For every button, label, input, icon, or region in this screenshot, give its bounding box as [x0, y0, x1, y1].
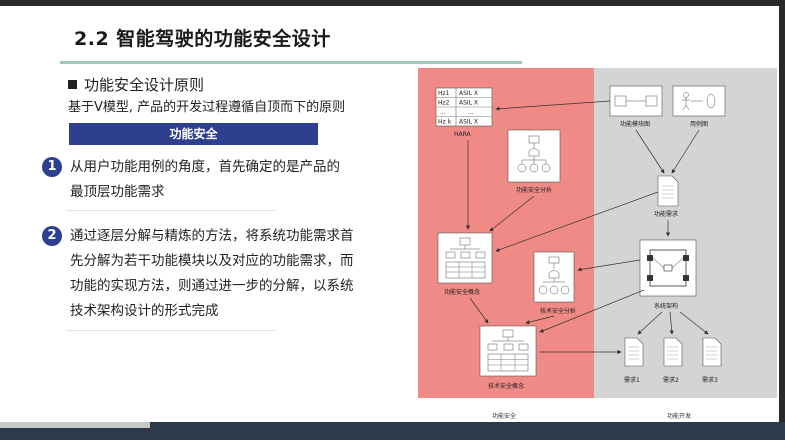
func-requirement-label: 功能需求 [654, 210, 678, 218]
point-number-1: 1 [42, 157, 62, 177]
page-title: 2.2 智能驾驶的功能安全设计 [74, 28, 331, 50]
point-1-line: 最顶层功能需求 [70, 184, 165, 200]
point-1-line: 从用户功能用例的角度，首先确定的是产品的 [70, 159, 340, 175]
hara-cell: Hz1 [438, 90, 450, 97]
window-frame-top [0, 0, 785, 6]
hara-table: Hz1 ASIL X Hz2 ASIL X ... ... Hz k ASIL … [435, 87, 493, 138]
point-2: 通过逐层分解与精炼的方法，将系统功能需求首 先分解为若干功能模块以及对应的功能需… [70, 224, 354, 324]
fsc-diagram: 功能安全概念 [437, 232, 493, 296]
use-case-diagram: 用例图 [672, 85, 726, 128]
requirement-doc-3: 需求3 [702, 337, 722, 384]
req1-label: 需求1 [624, 376, 640, 384]
square-bullet-icon [68, 80, 77, 89]
fsa-label: 功能安全分析 [516, 186, 552, 194]
hara-cell: Hz k [438, 119, 452, 126]
point-2-line: 先分解为若干功能模块以及对应的功能需求，而 [70, 253, 354, 269]
hara-cell: ... [468, 109, 474, 116]
title-underline [60, 61, 522, 64]
point-1: 从用户功能用例的角度，首先确定的是产品的 最顶层功能需求 [70, 155, 340, 205]
hara-cell: ASIL X [459, 119, 478, 126]
tsa-label: 技术安全分析 [540, 307, 576, 315]
fsa-diagram: 功能安全分析 [507, 129, 561, 194]
hara-cell: ASIL X [459, 90, 478, 97]
tsa-diagram: 技术安全分析 [533, 251, 576, 315]
footer-right-label: 功能开发 [667, 413, 692, 420]
tsc-label: 技术安全概念 [488, 382, 524, 390]
divider [66, 330, 276, 331]
requirement-doc-2: 需求2 [663, 337, 683, 384]
subtitle: 基于V模型, 产品的开发过程遵循自顶而下的原则 [68, 100, 346, 115]
sys-arch-label: 系统架构 [654, 302, 678, 310]
principle-heading: 功能安全设计原则 [68, 74, 204, 95]
point-2-line: 技术架构设计的形式完成 [70, 303, 219, 319]
req2-label: 需求2 [663, 376, 679, 384]
req3-label: 需求3 [702, 376, 718, 384]
func-requirement-doc: 功能需求 [654, 175, 679, 218]
footer-left-label: 功能安全 [492, 413, 517, 420]
point-2-line: 功能的实现方法，则通过进一步的分解，以系统 [70, 278, 354, 294]
principle-heading-text: 功能安全设计原则 [84, 76, 205, 94]
window-frame-bottom [0, 422, 785, 440]
hara-cell: Hz2 [438, 100, 450, 107]
hara-label: HARA [454, 131, 472, 138]
use-case-label: 用例图 [690, 120, 708, 128]
section-banner: 功能安全 [69, 123, 318, 145]
point-number-2: 2 [42, 226, 62, 246]
flow-arrows [465, 100, 709, 355]
tsc-diagram: 技术安全概念 [479, 325, 537, 390]
window-frame-right [779, 0, 785, 440]
divider [66, 210, 276, 211]
fsc-label: 功能安全概念 [444, 288, 480, 296]
function-development-panel [594, 68, 777, 398]
window-frame-stripe [0, 422, 150, 428]
requirement-doc-1: 需求1 [624, 337, 644, 384]
hara-cell: ASIL X [459, 100, 478, 107]
func-module-label: 功能模块图 [620, 120, 650, 128]
v-model-diagram: Hz1 ASIL X Hz2 ASIL X ... ... Hz k ASIL … [418, 68, 777, 398]
hara-cell: ... [440, 109, 446, 116]
sys-arch-diagram: 系统架构 [639, 239, 697, 310]
point-2-line: 通过逐层分解与精炼的方法，将系统功能需求首 [70, 228, 354, 244]
